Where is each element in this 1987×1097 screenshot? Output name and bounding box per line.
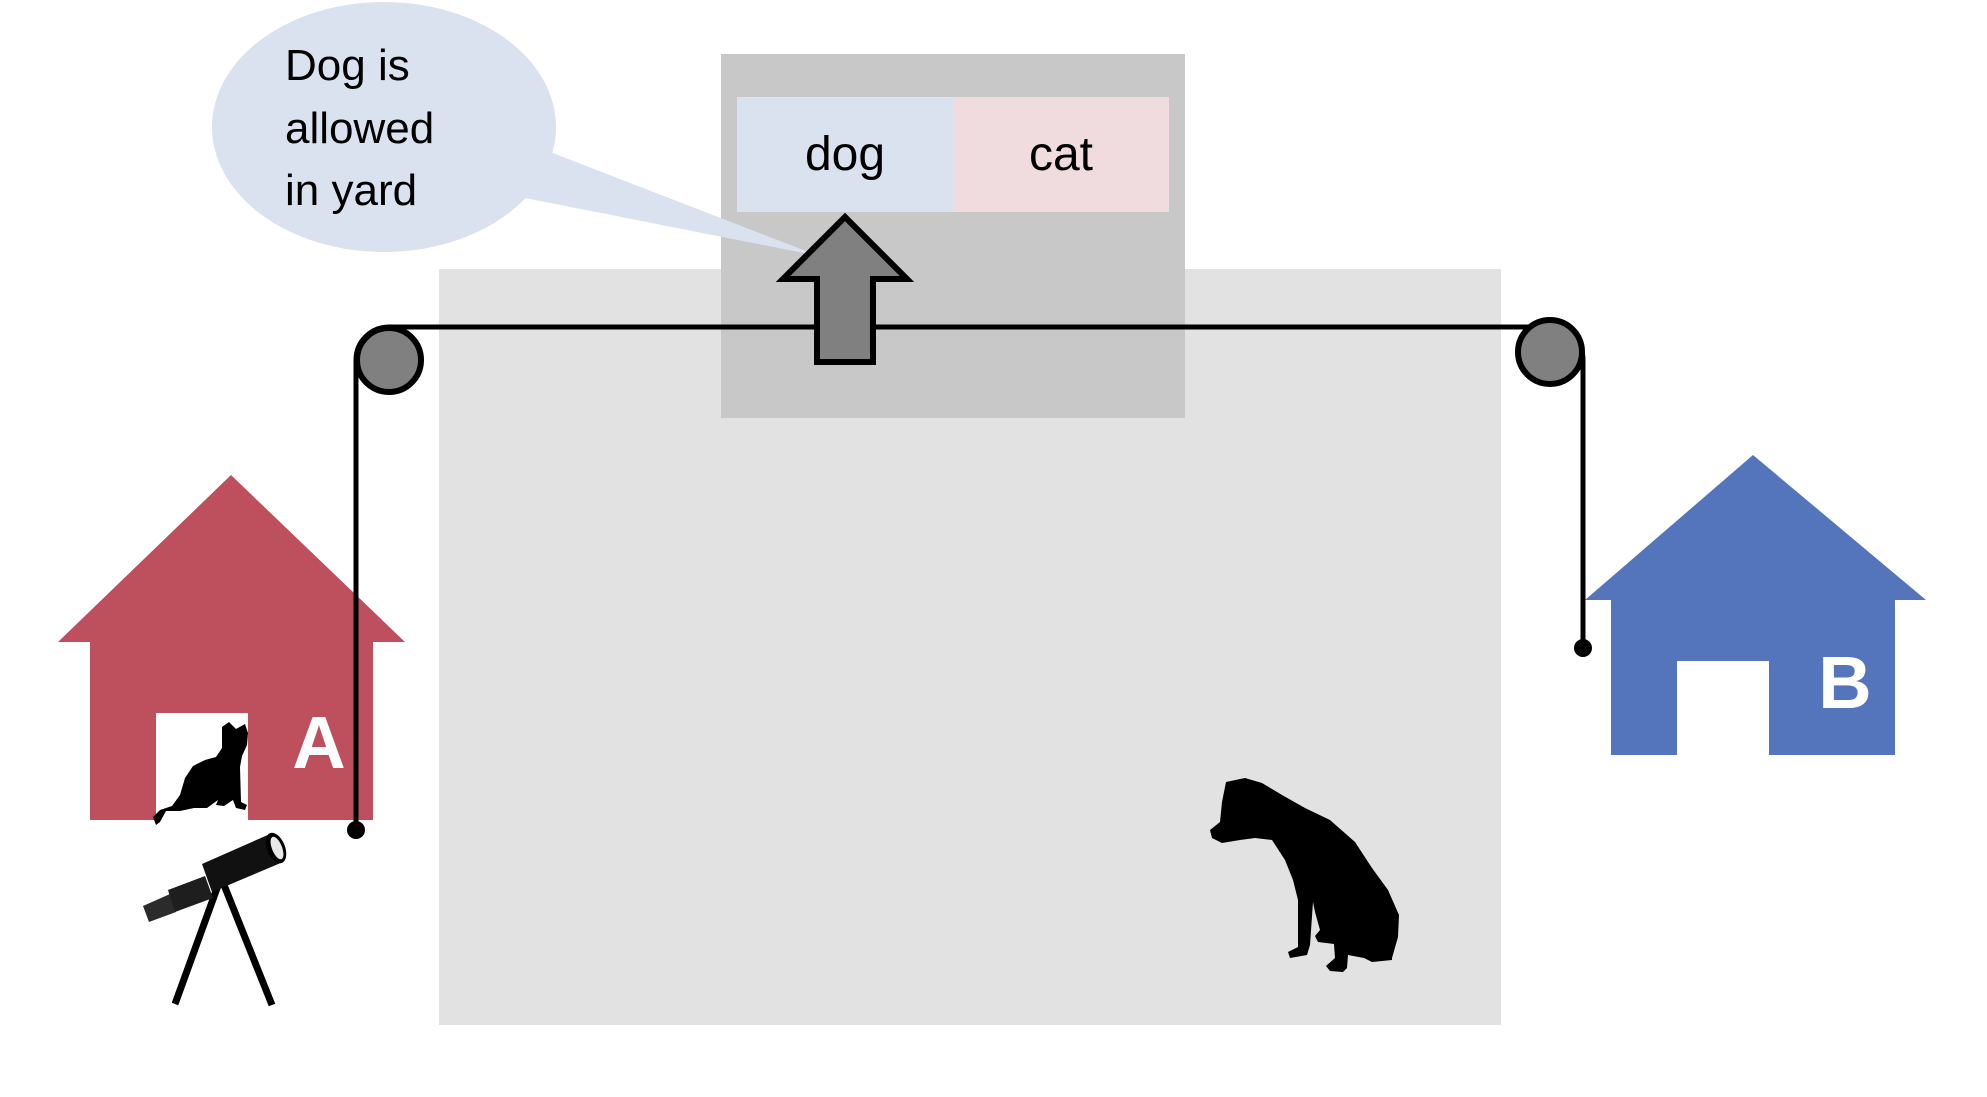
- telescope-icon: [143, 832, 287, 1007]
- cat-icon: [153, 722, 248, 825]
- pulley-b: [1515, 317, 1585, 387]
- rope-end-a[interactable]: [347, 821, 365, 839]
- option-dog-box[interactable]: [737, 97, 953, 212]
- option-cat-label: cat: [1029, 128, 1093, 181]
- house-b-door: [1677, 661, 1769, 755]
- house-a-letter: A: [292, 701, 345, 784]
- speech-bubble-line-2: allowed: [285, 104, 434, 153]
- house-b-roof: [1585, 455, 1926, 600]
- option-cat-box[interactable]: [953, 97, 1169, 212]
- speech-bubble-line-1: Dog is: [285, 41, 410, 90]
- option-dog-label: dog: [805, 128, 885, 181]
- house-b: B: [1585, 455, 1926, 755]
- pulley-a: [354, 325, 424, 395]
- dog-icon: [1210, 778, 1399, 972]
- speech-bubble: Dog is allowed in yard: [212, 2, 819, 256]
- selector-arrow-icon[interactable]: [775, 212, 915, 365]
- speech-bubble-tail: [525, 150, 819, 256]
- speech-bubble-body: [212, 2, 556, 252]
- speech-bubble-line-3: in yard: [285, 166, 417, 215]
- house-b-letter: B: [1818, 641, 1871, 724]
- house-a-roof: [58, 475, 405, 642]
- rope-end-b[interactable]: [1574, 639, 1592, 657]
